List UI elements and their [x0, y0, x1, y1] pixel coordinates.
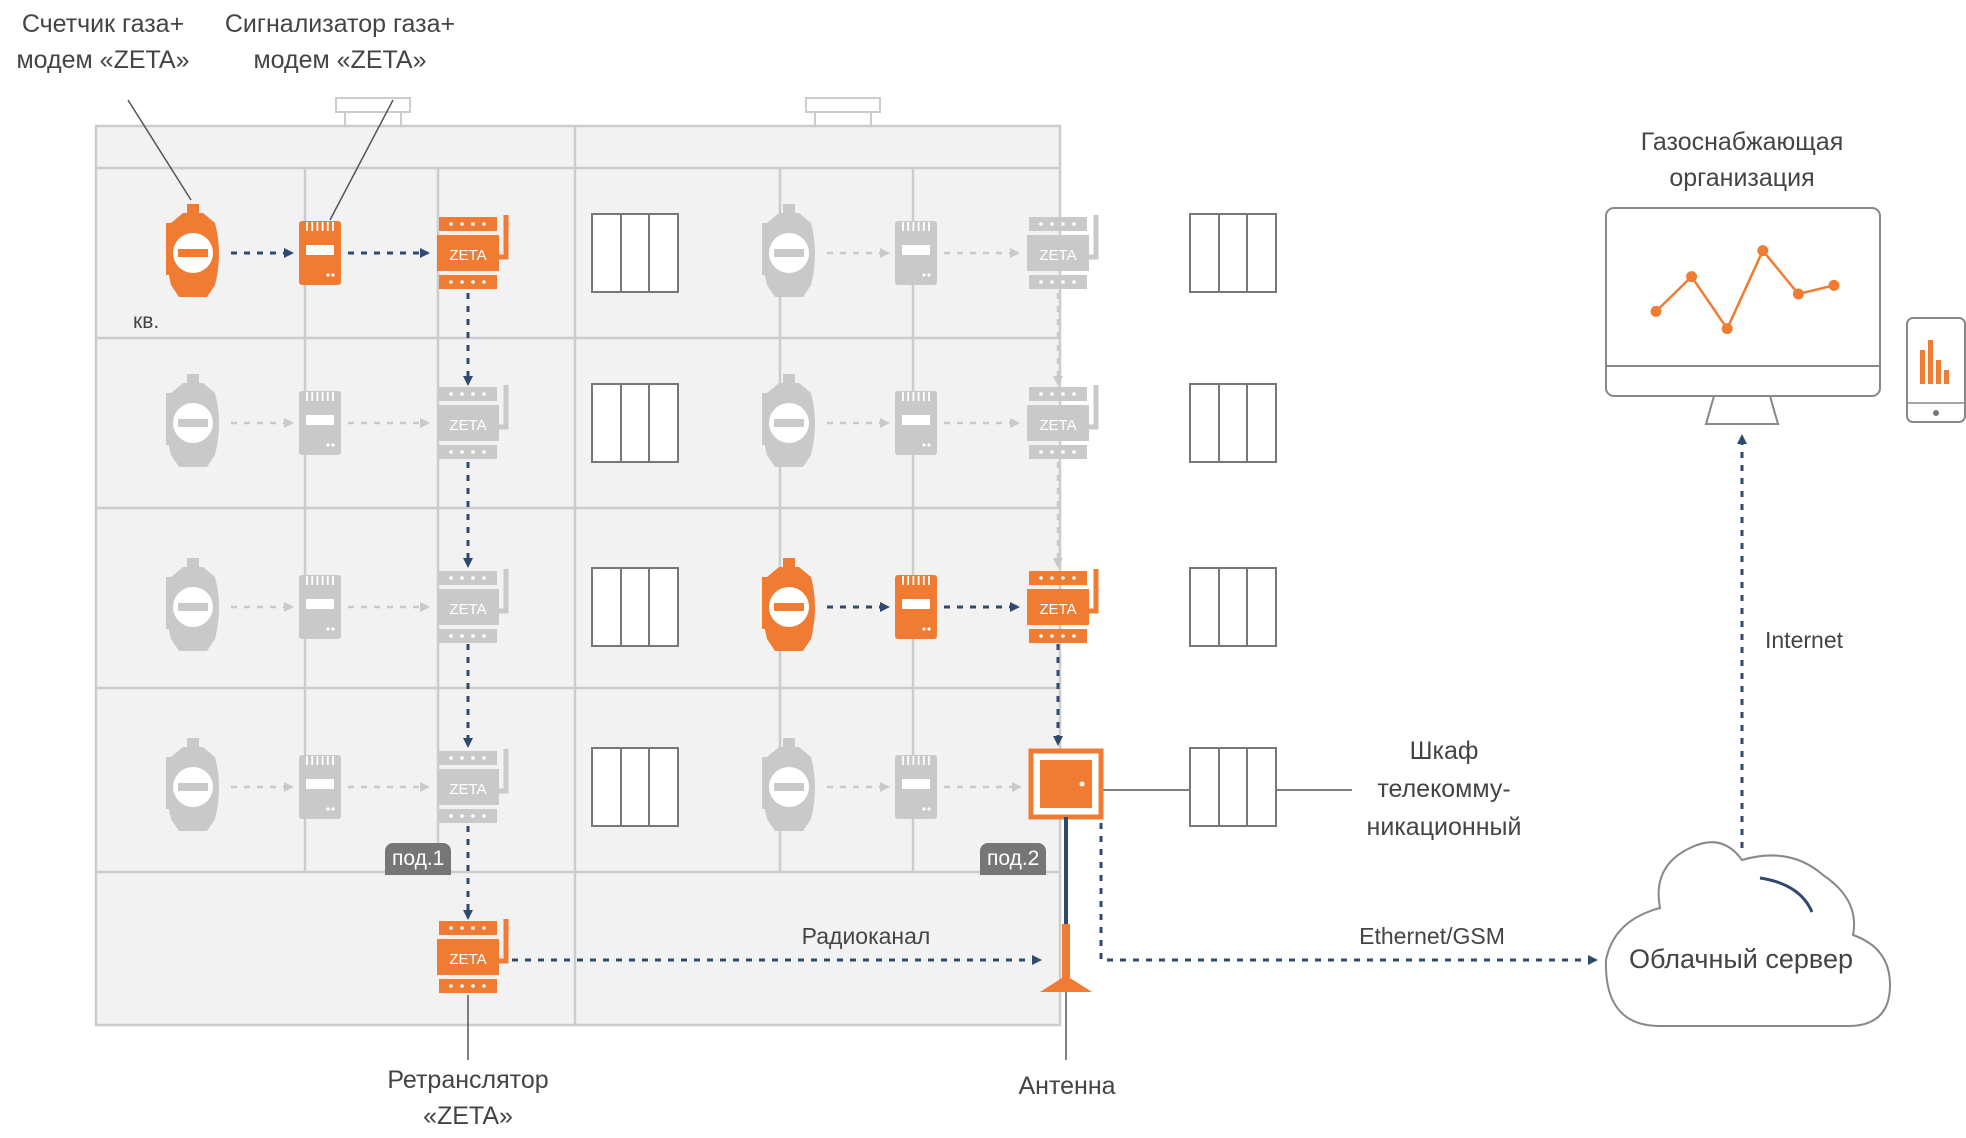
- supplier-label-line-1: Газоснабжающая: [1640, 128, 1844, 156]
- monitor-icon: [1605, 207, 1881, 425]
- entrance-1-tag: под.1: [385, 843, 452, 875]
- zeta-device-label: ZETA: [1039, 417, 1076, 434]
- zeta-device-label: ZETA: [1039, 601, 1076, 618]
- cabinet-label-line-1: Шкаф: [1409, 737, 1479, 765]
- gas-meter-icon: [166, 204, 219, 297]
- gas-meter-icon: [762, 738, 815, 831]
- supplier-label: Газоснабжающая организация: [1641, 124, 1843, 196]
- window-icon: [591, 567, 679, 647]
- window-icon: [1189, 213, 1277, 293]
- detector-modem-label: Сигнализатор газа+ модем «ZETA»: [225, 6, 455, 78]
- cloud-icon: [1604, 841, 1892, 1027]
- meter-modem-label-line-1: Счетчик газа+: [21, 10, 185, 38]
- zeta-modem-icon: ZETA: [1027, 385, 1099, 459]
- meter-modem-label: Счетчик газа+ модем «ZETA»: [16, 6, 189, 78]
- repeater-label-line-2: «ZETA»: [423, 1102, 513, 1130]
- antenna-icon: [1040, 817, 1092, 1060]
- gas-meter-icon: [762, 204, 815, 297]
- chimney: [805, 97, 881, 113]
- gas-detector-icon: [895, 391, 937, 455]
- detector-modem-label-line-1: Сигнализатор газа+: [224, 10, 456, 38]
- chimney: [335, 97, 411, 113]
- monitor-chart-point: [1650, 305, 1662, 317]
- telecom-cabinet-icon: [1028, 748, 1104, 820]
- gas-detector-icon: [299, 575, 341, 639]
- cabinet-label-line-3: никационный: [1366, 813, 1522, 841]
- gas-detector-icon: [299, 391, 341, 455]
- window-icon: [1189, 747, 1277, 827]
- cabinet-label-line-2: телекомму-: [1377, 775, 1511, 803]
- window-icon: [1189, 567, 1277, 647]
- zeta-modem-icon: ZETA: [437, 749, 509, 823]
- gas-meter-icon: [762, 558, 815, 651]
- supplier-label-line-2: организация: [1669, 164, 1815, 192]
- detector-modem-label-line-2: модем «ZETA»: [253, 46, 427, 74]
- radio-channel-label: Радиоканал: [801, 923, 931, 949]
- zeta-modem-icon: ZETA: [437, 215, 509, 289]
- zeta-device-label: ZETA: [1039, 247, 1076, 264]
- entrance-2-tag: под.2: [980, 843, 1047, 875]
- gas-detector-icon: [895, 221, 937, 285]
- monitor-chart-point: [1686, 271, 1698, 283]
- repeater-label: Ретранслятор «ZETA»: [387, 1062, 548, 1134]
- tablet-bar: [1936, 360, 1941, 384]
- zeta-modem-icon: ZETA: [1027, 215, 1099, 289]
- tablet-icon: [1906, 317, 1966, 423]
- window-icon: [591, 213, 679, 293]
- zeta-modem-icon: ZETA: [437, 919, 509, 993]
- zeta-device-label: ZETA: [449, 781, 486, 798]
- gas-detector-icon: [299, 755, 341, 819]
- monitor-chart-point: [1792, 288, 1804, 300]
- zeta-device-label: ZETA: [449, 417, 486, 434]
- zeta-modem-icon: ZETA: [437, 569, 509, 643]
- gas-meter-icon: [166, 374, 219, 467]
- tablet-bar: [1944, 370, 1949, 384]
- zeta-modem-icon: ZETA: [437, 385, 509, 459]
- tablet-bar: [1928, 340, 1933, 384]
- repeater-label-line-1: Ретранслятор: [387, 1066, 549, 1094]
- gas-detector-icon: [895, 755, 937, 819]
- antenna-label: Антенна: [1018, 1072, 1116, 1100]
- ethernet-link: [1099, 784, 1598, 965]
- zeta-device-label: ZETA: [449, 951, 486, 968]
- window-icon: [1189, 383, 1277, 463]
- cloud-server-label: Облачный сервер: [1628, 944, 1854, 974]
- gas-detector-icon: [895, 575, 937, 639]
- gas-meter-icon: [762, 374, 815, 467]
- zeta-device-label: ZETA: [449, 601, 486, 618]
- monitor-chart-line: [1655, 248, 1835, 332]
- gas-meter-icon: [166, 558, 219, 651]
- apartment-label: кв.: [133, 310, 160, 333]
- monitor-chart-point: [1828, 279, 1840, 291]
- meter-modem-label-line-2: модем «ZETA»: [16, 46, 190, 74]
- leader-line: [329, 99, 394, 221]
- devices: ZETA ZETA ZETA ZETA ZETA ZETA ZETA ZETA: [166, 204, 1277, 1060]
- monitor-chart-point: [1721, 323, 1733, 335]
- window-icon: [591, 747, 679, 827]
- zeta-modem-icon: ZETA: [1027, 569, 1099, 643]
- ethernet-gsm-label: Ethernet/GSM: [1359, 923, 1505, 949]
- gas-detector-icon: [299, 221, 341, 285]
- internet-label: Internet: [1765, 627, 1843, 653]
- zeta-device-label: ZETA: [449, 247, 486, 264]
- gas-meter-icon: [166, 738, 219, 831]
- chimney-base: [344, 111, 402, 127]
- leader-line: [127, 99, 192, 201]
- tablet-bar: [1920, 350, 1925, 384]
- window-icon: [591, 383, 679, 463]
- monitor-chart-point: [1757, 245, 1769, 257]
- cabinet-label: Шкаф телекомму- никационный: [1367, 732, 1522, 846]
- cloud-and-supplier: [1604, 207, 1966, 1027]
- chimney-base: [814, 111, 872, 127]
